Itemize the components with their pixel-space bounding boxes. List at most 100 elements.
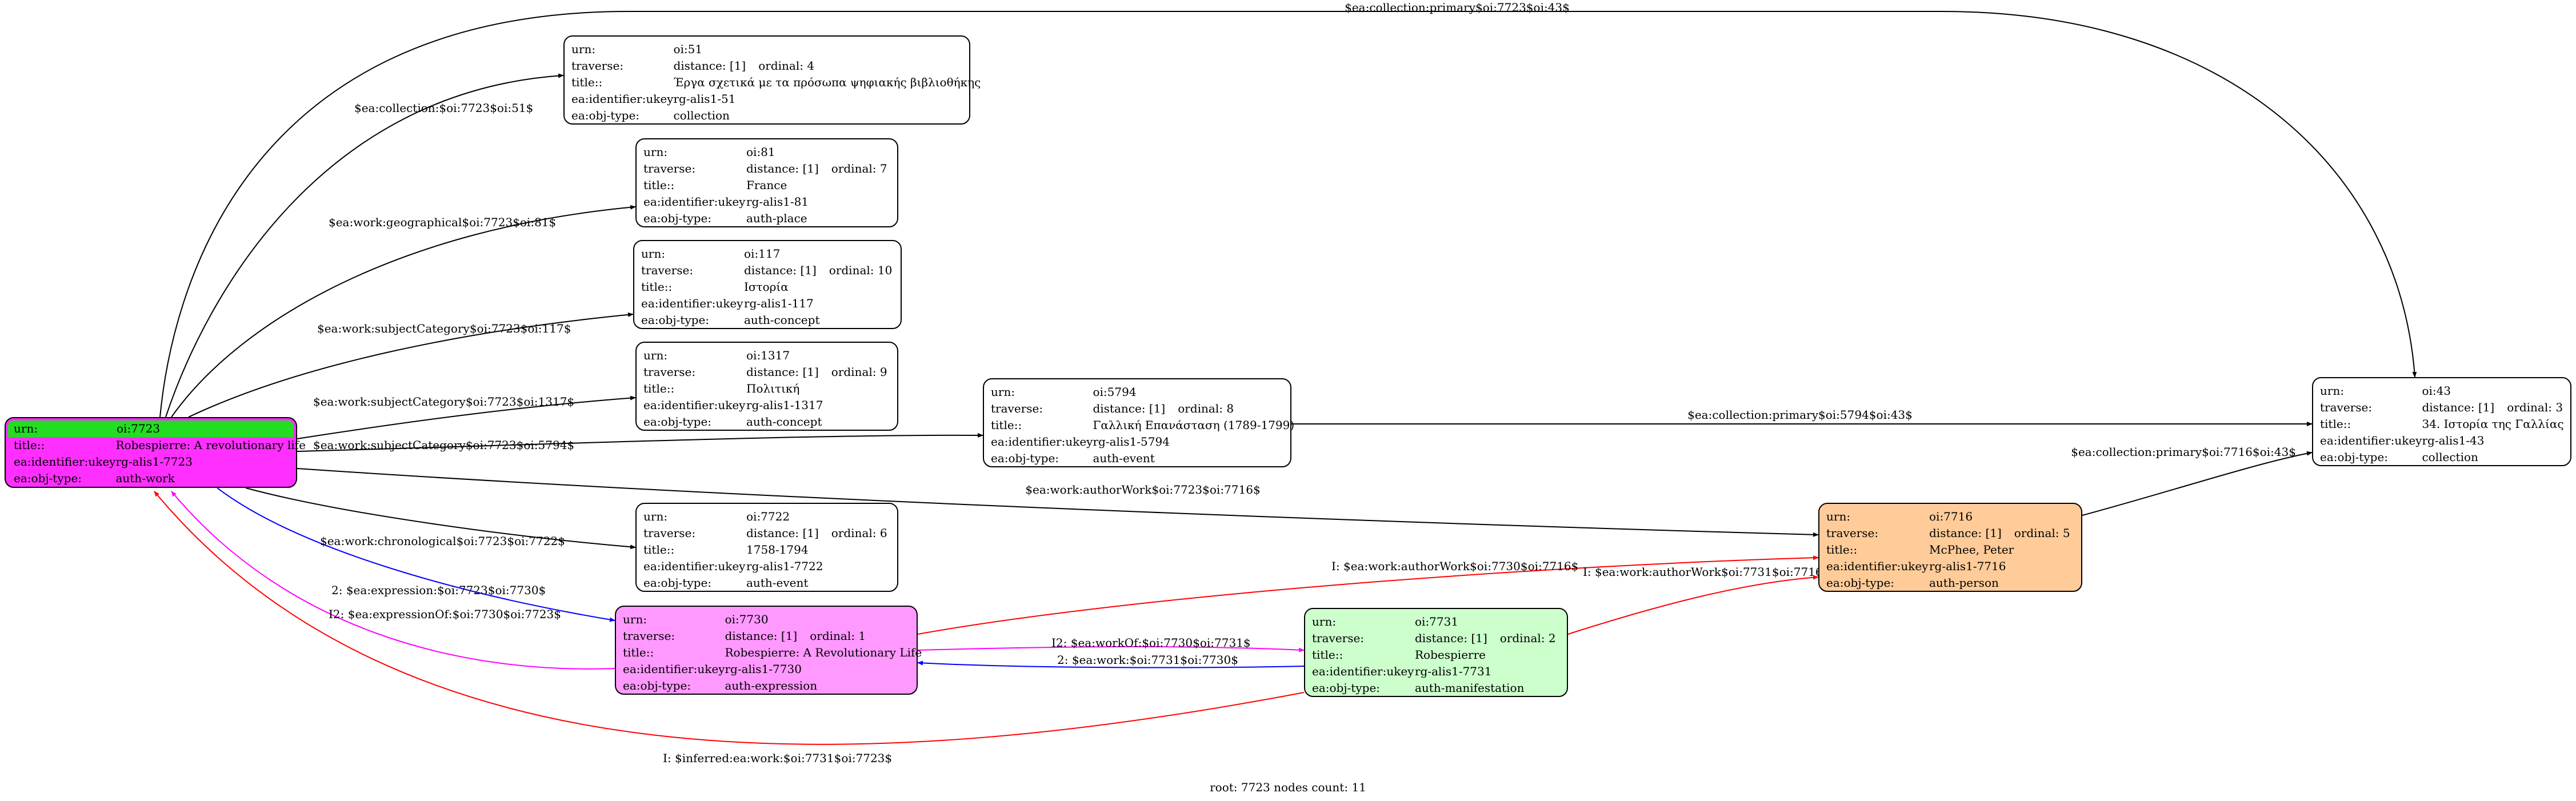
urn-label: urn: xyxy=(991,385,1015,399)
edge-line xyxy=(297,395,636,439)
urn-value: oi:7716 xyxy=(1929,510,1973,523)
ukey-label: ea:identifier:ukey xyxy=(571,92,674,106)
obj-type-value: auth-work xyxy=(115,471,175,485)
obj-type-label: ea:obj-type: xyxy=(623,679,691,692)
node-oi-7716[interactable]: urn: oi:7716 traverse: distance: [1] ordina… xyxy=(1818,503,2082,592)
node-oi-43[interactable]: urn:oi:43 traverse:distance: [1]ordinal:… xyxy=(2312,377,2571,466)
ordinal-value: ordinal: 8 xyxy=(1178,402,1234,415)
edge-line xyxy=(154,491,1305,745)
obj-type-value: auth-expression xyxy=(725,679,818,692)
traverse-label: traverse: xyxy=(623,629,675,643)
node-oi-81[interactable]: urn:oi:81 traverse:distance: [1]ordinal:… xyxy=(635,138,898,227)
node-oi-51[interactable]: urn:oi:51 traverse:distance: [1]ordinal:… xyxy=(563,35,981,125)
title-value: Robespierre: A Revolutionary Life xyxy=(725,646,922,659)
title-value: Πολιτική xyxy=(746,382,800,395)
obj-type-value: collection xyxy=(673,109,730,122)
distance-value: distance: [1] xyxy=(1929,526,2002,540)
urn-label: urn: xyxy=(643,145,668,159)
traverse-label: traverse: xyxy=(991,402,1043,415)
obj-type-value: auth-concept xyxy=(744,313,820,327)
ukey-value: rg-alis1-51 xyxy=(673,92,736,106)
obj-type-label: ea:obj-type: xyxy=(641,313,710,327)
ukey-value: rg-alis1-7731 xyxy=(1415,664,1492,678)
traverse-label: traverse: xyxy=(1312,631,1365,645)
graph-caption: root: 7723 nodes count: 11 xyxy=(1210,780,1366,794)
node-oi-7723[interactable]: urn: oi:7723 title:: Robespierre: A revo… xyxy=(5,417,306,488)
distance-value: distance: [1] xyxy=(1415,631,1487,645)
title-label: title:: xyxy=(1312,648,1343,662)
obj-type-value: auth-concept xyxy=(746,415,822,428)
title-label: title:: xyxy=(643,382,675,395)
edge-line xyxy=(2082,451,2313,516)
ukey-label: ea:identifier:ukey xyxy=(641,297,743,310)
title-label: title:: xyxy=(991,418,1022,432)
distance-value: distance: [1] xyxy=(2422,400,2495,414)
edge-label: I2: $ea:workOf:$oi:7730$oi:7731$ xyxy=(1051,636,1251,650)
node-oi-7731[interactable]: urn:oi:7731 traverse:distance: [1]ordina… xyxy=(1304,608,1568,697)
obj-type-value: auth-place xyxy=(746,211,807,225)
obj-type-value: auth-event xyxy=(746,576,809,590)
title-label: title:: xyxy=(2320,417,2351,431)
node-oi-5794[interactable]: urn: oi:5794 traverse: distance: [1] ordina… xyxy=(983,378,1295,467)
urn-label: urn: xyxy=(14,422,38,435)
urn-value: oi:7731 xyxy=(1415,615,1459,628)
ukey-value: rg-alis1-117 xyxy=(744,297,814,310)
ordinal-value: ordinal: 10 xyxy=(829,263,893,277)
title-value: Έργα σχετικά με τα πρόσωπα ψηφιακής βιβλ… xyxy=(673,75,981,89)
urn-value: oi:51 xyxy=(673,42,703,56)
title-value: France xyxy=(746,178,787,192)
title-label: title:: xyxy=(1826,543,1858,556)
traverse-label: traverse: xyxy=(643,162,696,175)
node-root-header-row: urn: oi:7723 xyxy=(8,420,294,437)
obj-type-label: ea:obj-type: xyxy=(14,471,82,485)
title-label: title:: xyxy=(643,178,675,192)
urn-value: oi:5794 xyxy=(1093,385,1137,399)
edge-label: I: $inferred:ea:work:$oi:7731$oi:7723$ xyxy=(663,751,892,765)
edge-line xyxy=(917,555,1819,635)
ordinal-value: ordinal: 3 xyxy=(2507,400,2563,414)
node-oi-7722[interactable]: urn:oi:7722 traverse:distance: [1]ordina… xyxy=(635,503,898,592)
ordinal-value: ordinal: 4 xyxy=(758,59,815,73)
ordinal-value: ordinal: 5 xyxy=(2014,526,2070,540)
urn-label: urn: xyxy=(1826,510,1851,523)
edge-label: $ea:collection:$oi:7723$oi:51$ xyxy=(354,101,533,115)
title-value: 1758-1794 xyxy=(746,543,809,556)
ordinal-value: ordinal: 9 xyxy=(831,365,887,379)
urn-value: oi:7722 xyxy=(746,510,790,523)
edge-line xyxy=(917,646,1305,652)
node-oi-1317[interactable]: urn:oi:1317 traverse:distance: [1]ordina… xyxy=(635,342,898,431)
edge-label: $ea:work:authorWork$oi:7723$oi:7716$ xyxy=(1025,483,1260,496)
urn-value: oi:43 xyxy=(2422,384,2451,398)
title-value: Ιστορία xyxy=(744,280,789,294)
urn-value: oi:7723 xyxy=(117,422,161,435)
edge-line xyxy=(171,205,636,418)
edge-label: $ea:collection:primary$oi:5794$oi:43$ xyxy=(1687,408,1913,422)
urn-label: urn: xyxy=(571,42,596,56)
urn-label: urn: xyxy=(643,349,668,362)
title-value: 34. Ιστορία της Γαλλίας xyxy=(2422,417,2564,431)
node-oi-7730[interactable]: urn:oi:7730 traverse:distance: [1]ordina… xyxy=(615,606,922,695)
edge-line xyxy=(159,11,2417,418)
obj-type-label: ea:obj-type: xyxy=(1312,681,1381,695)
ukey-value: rg-alis1-81 xyxy=(746,195,809,209)
edge-label: I2: $ea:expressionOf:$oi:7730$oi:7723$ xyxy=(329,607,561,621)
ordinal-value: ordinal: 1 xyxy=(810,629,866,643)
node-oi-117[interactable]: urn:oi:117 traverse:distance: [1]ordinal… xyxy=(633,240,902,329)
obj-type-label: ea:obj-type: xyxy=(571,109,640,122)
title-label: title:: xyxy=(643,543,675,556)
edge-label: $ea:collection:primary$oi:7723$oi:43$ xyxy=(1345,1,1570,14)
traverse-label: traverse: xyxy=(571,59,624,73)
ukey-label: ea:identifier:ukey xyxy=(623,662,725,676)
urn-label: urn: xyxy=(641,247,666,261)
edge-line xyxy=(217,487,615,622)
edge-label: $ea:work:subjectCategory$oi:7723$oi:117$ xyxy=(317,322,571,335)
urn-label: urn: xyxy=(2320,384,2345,398)
urn-label: urn: xyxy=(1312,615,1337,628)
distance-value: distance: [1] xyxy=(1093,402,1166,415)
obj-type-value: collection xyxy=(2422,450,2478,464)
urn-label: urn: xyxy=(643,510,668,523)
traverse-label: traverse: xyxy=(1826,526,1879,540)
title-value: Γαλλική Επανάσταση (1789-1799) xyxy=(1093,418,1295,432)
